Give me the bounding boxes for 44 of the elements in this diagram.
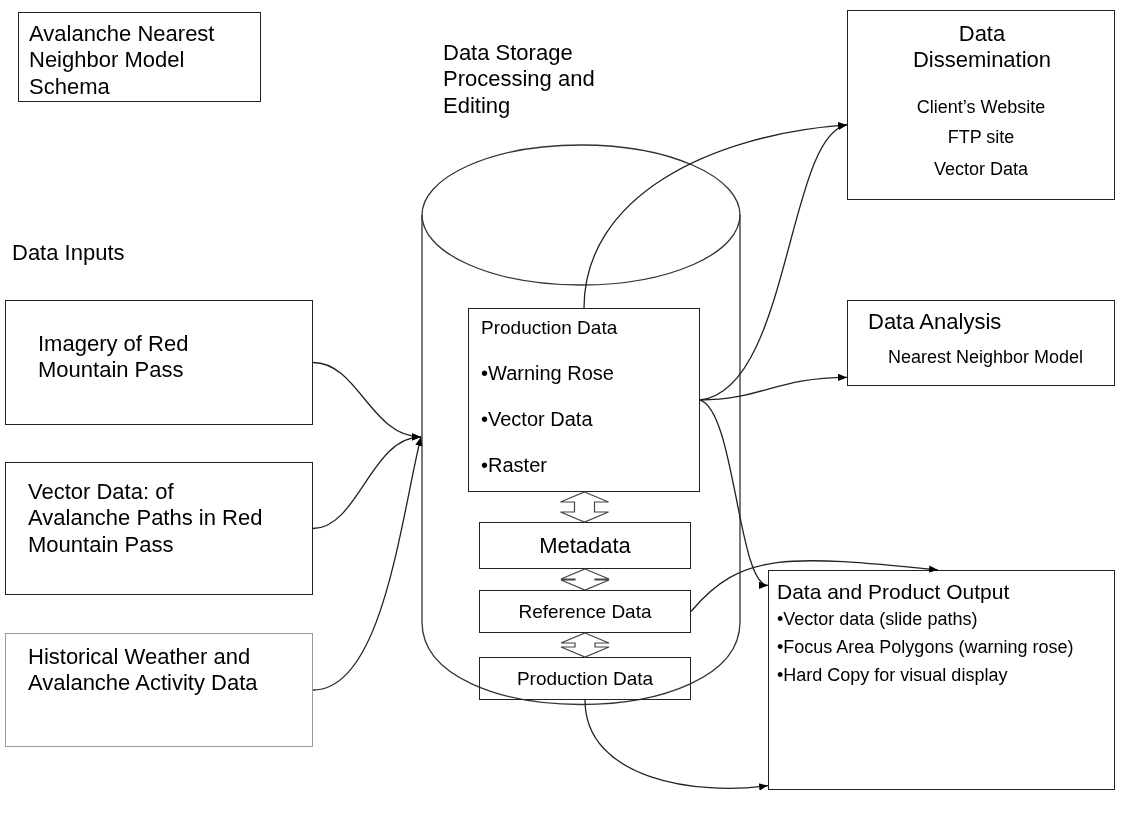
process-box — [847, 300, 1115, 386]
bullet-item: •Warning Rose — [481, 361, 615, 385]
box-heading: Vector Data: of Avalanche Paths in Red Mountain Pass — [28, 479, 264, 559]
section-label: Data Inputs — [12, 240, 125, 267]
box-heading: Historical Weather and Avalanche Activity Data — [28, 644, 259, 697]
curved-arrow — [699, 374, 848, 401]
bullet-item: •Vector Data — [481, 407, 594, 431]
box-text: Client’s Website — [915, 97, 1047, 119]
box-text: Nearest Neighbor Model — [888, 347, 1085, 369]
curved-arrow — [312, 436, 423, 691]
double-block-arrow — [560, 632, 610, 658]
box-heading: Data and Product Output — [777, 579, 1011, 605]
curved-arrow — [584, 699, 769, 791]
bullet-item: •Hard Copy for visual display — [777, 665, 1009, 687]
double-block-arrow — [560, 568, 610, 591]
process-box — [479, 590, 691, 633]
curved-arrow — [583, 122, 848, 309]
process-box — [5, 633, 313, 747]
box-heading: Production Data — [515, 668, 655, 691]
title-box — [18, 12, 261, 102]
process-box — [768, 570, 1115, 790]
process-box — [847, 10, 1115, 200]
box-heading: Imagery of Red Mountain Pass — [38, 331, 190, 384]
box-heading: Reference Data — [517, 601, 653, 624]
process-box — [5, 300, 313, 425]
bullet-item: •Raster — [481, 453, 548, 477]
curved-arrow — [312, 434, 422, 530]
bullet-item: •Vector data (slide paths) — [777, 609, 979, 631]
process-box — [468, 308, 700, 492]
process-box — [5, 462, 313, 595]
double-block-arrow — [559, 491, 610, 523]
box-text: Vector Data — [932, 159, 1030, 181]
process-box — [479, 522, 691, 569]
box-heading: Production Data — [481, 317, 619, 340]
curved-arrow — [690, 560, 939, 613]
box-heading: Data Analysis — [868, 309, 1003, 336]
curved-arrow — [699, 399, 769, 587]
box-heading: Avalanche Nearest Neighbor Model Schema — [29, 21, 216, 101]
process-box — [479, 657, 691, 700]
box-heading: Data Storage Processing and Editing — [443, 40, 596, 120]
box-text: FTP site — [946, 127, 1016, 149]
box-heading: Metadata — [538, 533, 632, 560]
bullet-item: •Focus Area Polygons (warning rose) — [777, 637, 1075, 659]
box-heading: Data Dissemination — [911, 21, 1053, 74]
